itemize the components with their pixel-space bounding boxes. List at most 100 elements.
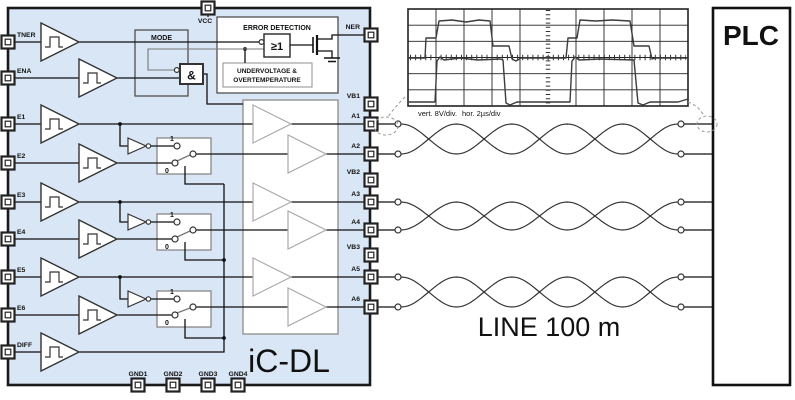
pin-a3: A3 [351,191,379,210]
or-gate-label: ≥1 [271,41,283,53]
pin-label: ENA [17,68,31,75]
mux-arm [176,307,191,314]
mux-switch: 10 [165,136,197,175]
pin-vcc: VCC [198,0,216,25]
wire [184,166,224,185]
pin-label: E1 [17,114,26,121]
pin-ena: ENA [0,68,31,86]
pin-label: GND2 [164,371,183,378]
inverter [127,213,152,231]
pin-a4: A4 [351,219,379,238]
pin-label: NER [346,24,360,31]
probe-annotations [373,96,718,136]
and-gate-box [179,63,204,85]
pin-inner-square [4,348,12,356]
buffer-triangle [78,142,119,184]
chip-name-label: iC-DL [248,343,330,379]
pin-label: DIFF [17,342,32,349]
schmitt-trigger-buffer [78,57,119,99]
pin-label: VB3 [347,244,360,251]
pin-label: VB1 [347,93,360,100]
pin-label: VB2 [347,169,360,176]
cable-terminal-icon [394,150,402,158]
pin-inner-square [367,31,375,39]
schmitt-trigger-buffer [40,181,81,223]
inverter [127,290,152,308]
line-driver-triangle [287,287,328,327]
pin-label: GND1 [129,371,148,378]
mode-feedback-wire [147,48,264,71]
source-wire [317,50,333,58]
mux-output-terminal [189,303,197,311]
mux-input-1-terminal [173,142,181,150]
inverter-triangle [127,290,148,308]
hysteresis-icon [45,271,63,283]
pin-vb2: VB2 [347,169,379,188]
mux-arm [176,230,191,238]
schmitt-trigger-buffer [78,218,119,260]
pin-inner-square [367,273,375,281]
nmos-transistor [290,34,364,63]
twisted-pair [400,201,679,231]
pin-label: A6 [351,296,360,303]
cable-terminal-icon [677,303,685,311]
pin-inner-square [367,251,375,259]
hysteresis-icon [83,309,101,321]
line-length-label: LINE 100 m [478,312,621,342]
mux-switch: 10 [165,289,197,327]
junction-dot [222,336,226,340]
pin-a2: A2 [351,143,379,162]
hysteresis-icon [45,346,63,358]
pin-label: A5 [351,266,360,273]
buffer-triangle [40,331,81,373]
schmitt-trigger-buffer [40,103,81,145]
pin-inner-square [4,235,12,243]
pin-label: VCC [198,18,212,25]
pin-inner-square [4,311,12,319]
mode-label: MODE [151,35,172,42]
wire [119,202,128,223]
undervoltage-overtemperature-box [222,62,313,88]
pin-e3: E3 [0,192,26,210]
mux-one-label: 1 [170,289,174,296]
inverter [127,137,152,155]
pin-inner-square [367,176,375,184]
hysteresis-icon [45,196,63,208]
pin-gnd1: GND1 [129,371,148,393]
pin-tner: TNER [0,32,36,50]
hysteresis-icon [45,118,63,130]
inverter-triangle [127,213,148,231]
pin-inner-square [367,226,375,234]
pin-e5: E5 [0,267,26,285]
ground-icon [324,57,340,63]
scope-trace-lower [408,56,689,106]
error-detection-label: ERROR DETECTION [243,25,311,32]
pin-vb1: VB1 [347,93,379,112]
pin-gnd3: GND3 [199,371,218,393]
mux-output-terminal [189,150,197,158]
pin-label: GND4 [229,371,248,378]
cable-terminal-icon [394,198,402,206]
wire [79,184,225,353]
twisted-pair-cables [400,123,679,308]
mux-arm [176,154,191,162]
pins: TNERENAE1E2E3E4E5E6DIFFNERVB1A1A2VB2A3A4… [0,0,379,393]
mux-one-label: 1 [170,136,174,143]
schmitt-trigger-buffer [78,142,119,184]
undervoltage-label-line2: OVERTEMPERATURE [233,77,301,84]
pin-inner-square [234,381,242,389]
line-driver-triangle [252,104,293,144]
pin-gnd2: GND2 [164,371,183,393]
pin-inner-square [204,381,212,389]
hysteresis-icon [83,233,101,245]
pin-e1: E1 [0,114,26,132]
twisted-pair-wire [400,276,679,308]
drain-wire [317,34,364,40]
pin-label: A4 [351,219,360,226]
and-gate-label: & [187,69,196,83]
schmitt-trigger-buffer [78,294,119,336]
inverter-bubble-icon [258,38,265,45]
pin-e4: E4 [0,229,26,247]
oscilloscope-screenshot [407,8,689,107]
